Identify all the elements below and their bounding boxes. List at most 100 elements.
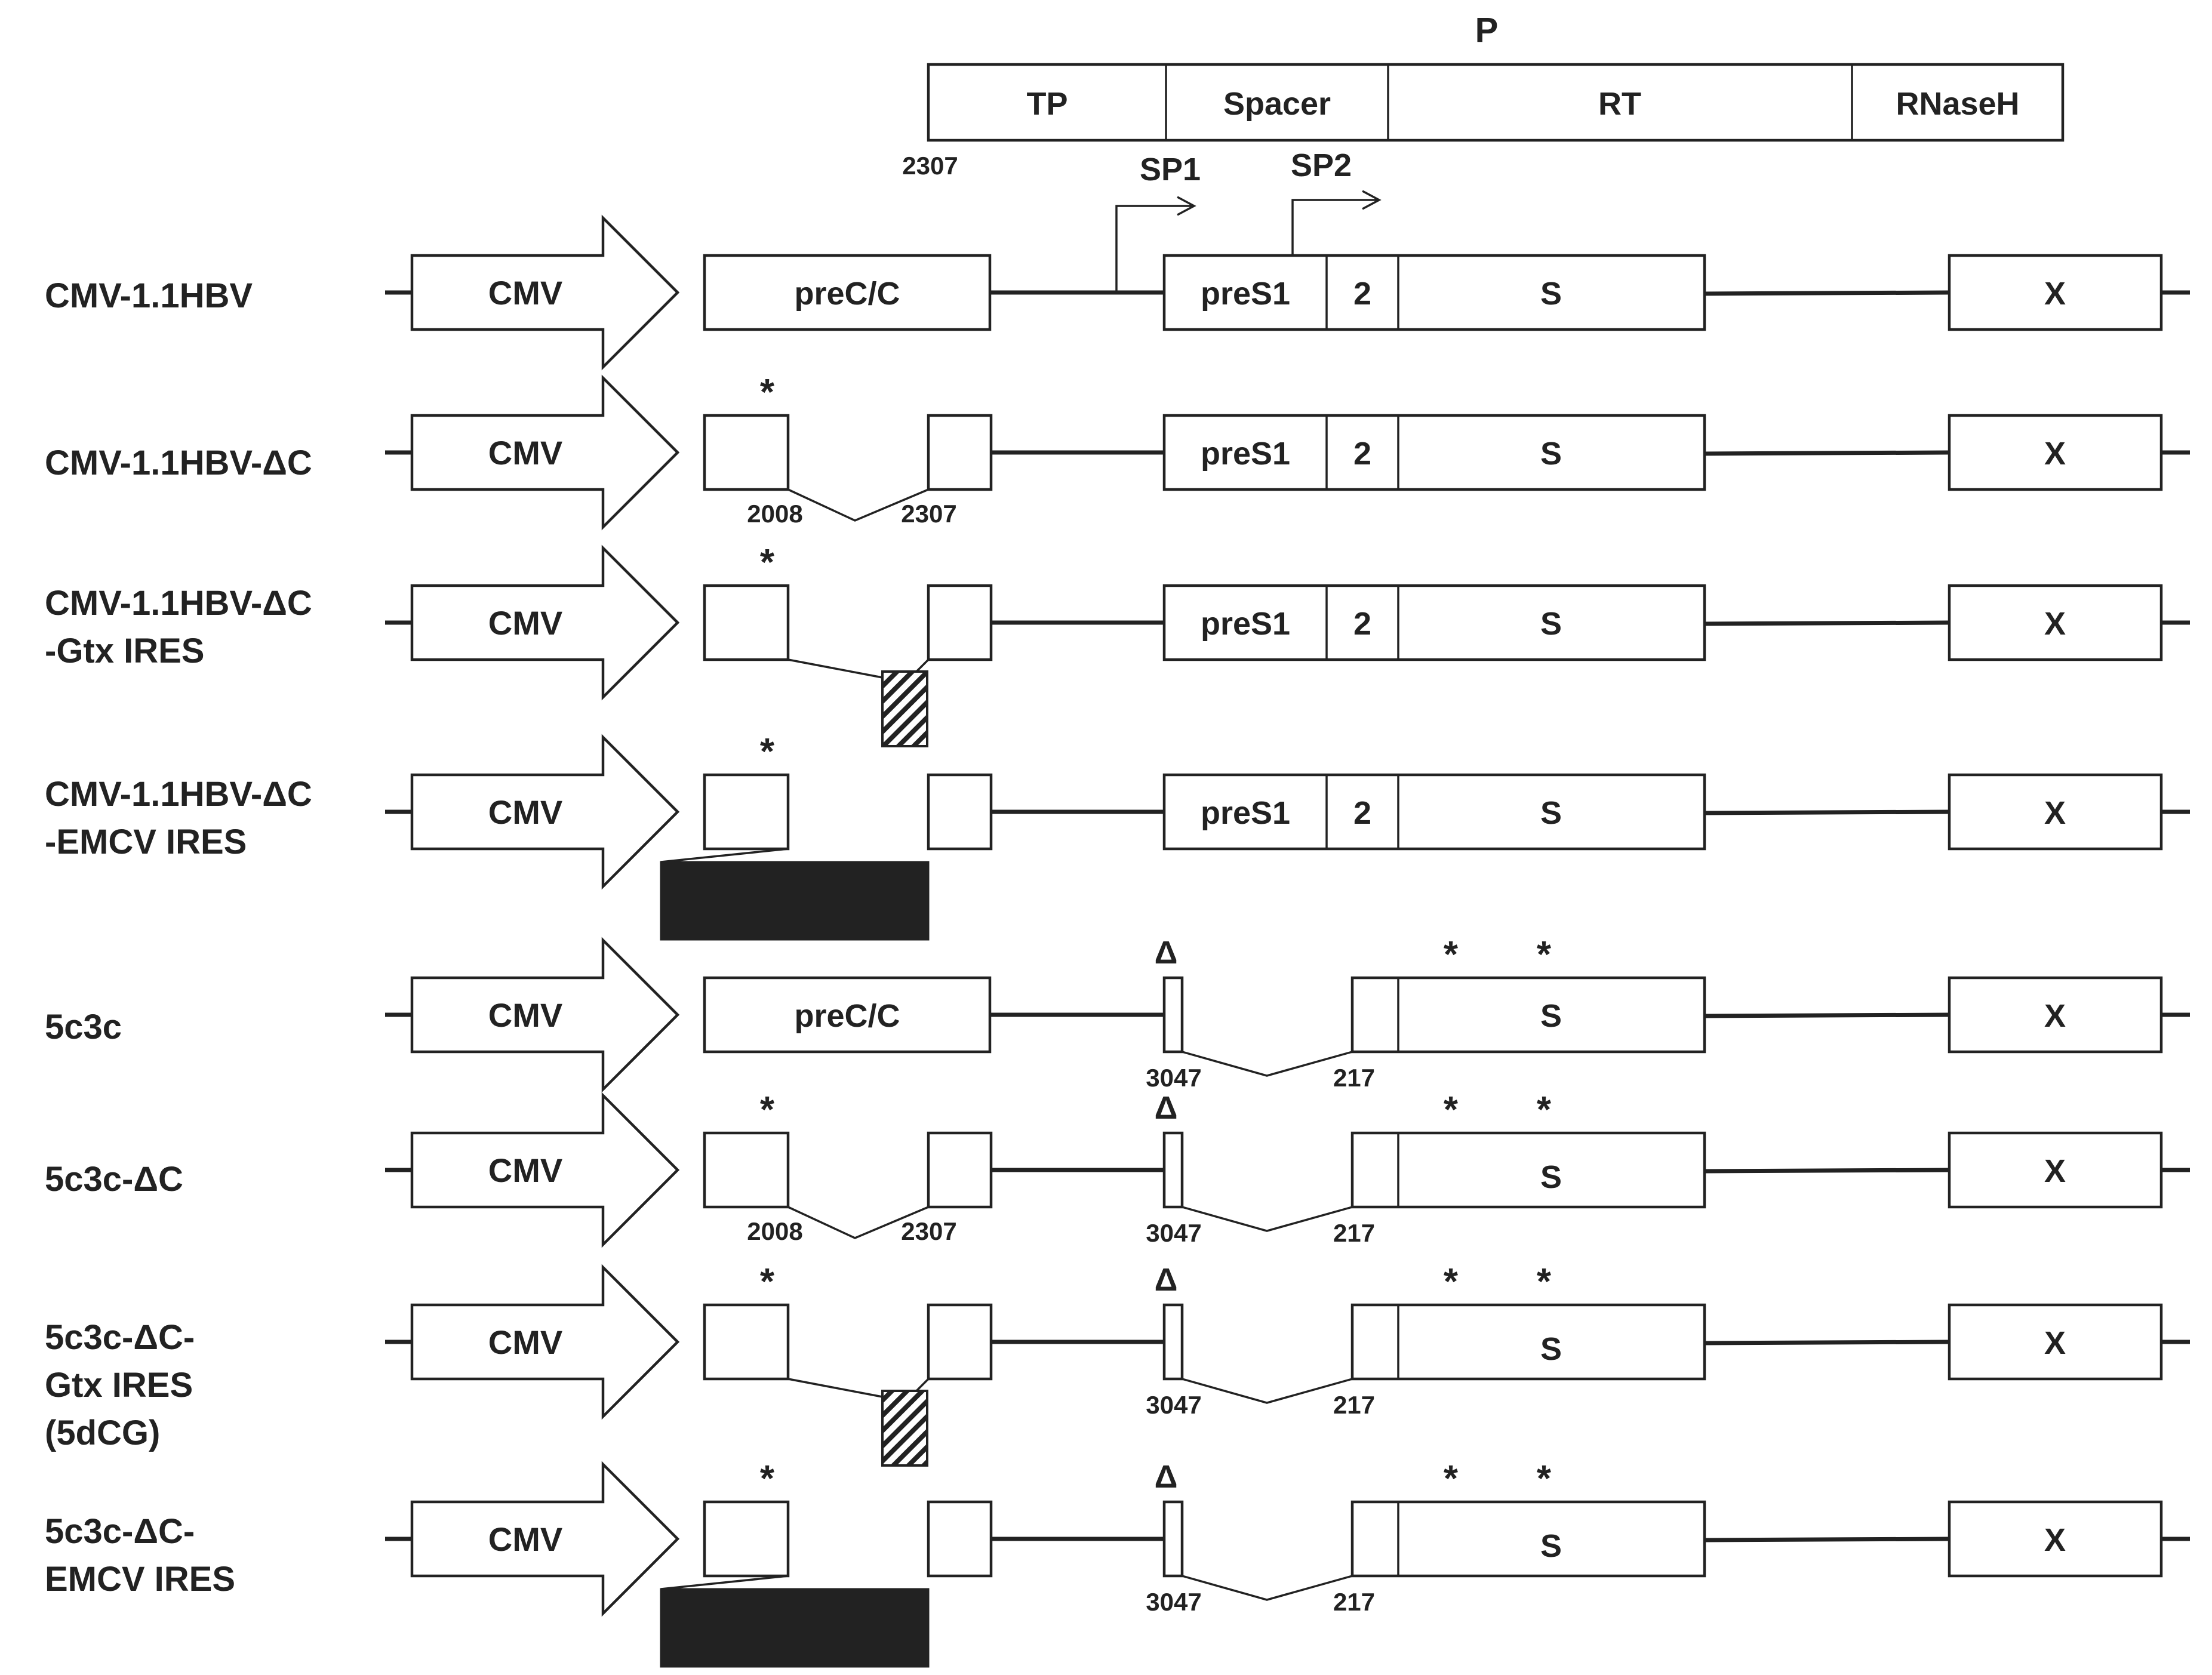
core-exon-box — [703, 1131, 790, 1209]
precore-label: preC/C — [794, 276, 900, 312]
core-splice-line — [787, 488, 929, 522]
splice-acceptor-217: 217 — [1333, 1219, 1375, 1247]
gtx-ires-element — [881, 1390, 928, 1467]
mutation-asterisk: * — [760, 1089, 775, 1131]
cmv-promoter-arrow — [410, 544, 680, 701]
cmv-label: CMV — [488, 604, 562, 642]
polymerase-title: P — [1475, 11, 1499, 50]
core-exon-box — [703, 414, 790, 491]
sp2-promoter-arrow — [1291, 199, 1379, 255]
splice-donor-2008: 2008 — [747, 500, 802, 528]
core-exon-box — [703, 1500, 790, 1578]
sp2-label: SP2 — [1291, 147, 1352, 183]
s-gene-label: S — [1540, 998, 1562, 1034]
sp1-label: SP1 — [1140, 152, 1201, 187]
deletion-mark: Δ — [1155, 1090, 1178, 1126]
construct-name: CMV-1.1HBV-ΔC — [45, 775, 312, 814]
x-gene-box — [1948, 254, 2163, 331]
splice-donor-3047: 3047 — [1146, 1219, 1201, 1247]
s-gene-label: S — [1540, 436, 1562, 472]
mutation-asterisk: * — [1444, 1458, 1459, 1500]
domain-spacer: Spacer — [1223, 86, 1331, 122]
cmv-promoter-arrow — [410, 1264, 680, 1420]
cmv-promoter-arrow — [410, 734, 680, 890]
mutation-asterisk: * — [1444, 934, 1459, 975]
core-exon-box — [927, 1303, 993, 1381]
x-gene-label: X — [2044, 998, 2066, 1034]
s-gene-label: S — [1540, 1331, 1562, 1367]
pres1-label: preS1 — [1201, 795, 1290, 831]
pres1-remnant-box — [1162, 1131, 1184, 1209]
pres2-label: 2 — [1353, 795, 1371, 831]
core-exon-box — [703, 773, 790, 851]
construct-name: -Gtx IRES — [45, 632, 205, 670]
polymerase-start-position: 2307 — [902, 152, 958, 180]
subgenomic-promoters — [1115, 190, 1382, 292]
construct-name: Gtx IRES — [45, 1366, 193, 1405]
pres-splice-line — [1182, 1378, 1353, 1404]
cmv-label: CMV — [488, 793, 562, 831]
core-exon-box — [927, 773, 993, 851]
splice-acceptor-2307: 2307 — [901, 500, 956, 528]
pres1-label: preS1 — [1201, 436, 1290, 472]
cmv-label: CMV — [488, 274, 562, 312]
s-gene-box — [1350, 1500, 1706, 1578]
mutation-asterisk: * — [1444, 1089, 1459, 1131]
construct-name: CMV-1.1HBV-ΔC — [45, 444, 312, 482]
pres2-label: 2 — [1353, 436, 1371, 472]
core-splice-line — [660, 1575, 789, 1590]
polymerase-bar — [927, 63, 2065, 142]
mutation-asterisk: * — [1537, 934, 1552, 975]
pres-splice-line — [1182, 1575, 1353, 1601]
cmv-label: CMV — [488, 996, 562, 1034]
s-gene-label: S — [1540, 795, 1562, 831]
x-gene-box — [1948, 584, 2163, 661]
s-gene-label: S — [1540, 1528, 1562, 1564]
core-splice-line — [787, 658, 883, 679]
cmv-label: CMV — [488, 1323, 562, 1361]
pres2-label: 2 — [1353, 606, 1371, 642]
backbone-line — [1704, 1168, 1950, 1174]
construct-name: 5c3c-ΔC- — [45, 1512, 195, 1551]
cmv-label: CMV — [488, 1520, 562, 1558]
x-gene-label: X — [2044, 1153, 2066, 1189]
x-gene-box — [1948, 1303, 2163, 1381]
construct-name: 5c3c — [45, 1008, 122, 1046]
core-splice-line — [787, 1378, 883, 1398]
mutation-asterisk: * — [760, 731, 775, 772]
backbone-line — [1704, 290, 1950, 296]
x-gene-box — [1948, 773, 2163, 851]
backbone-line — [1704, 1012, 1950, 1018]
pres1-remnant-box — [1162, 1303, 1184, 1381]
precore-core-box — [703, 254, 992, 331]
sp1-arrowhead — [1177, 196, 1196, 216]
construct-name: EMCV IRES — [45, 1560, 235, 1599]
backbone-line — [1704, 450, 1950, 456]
core-exon-box — [927, 414, 993, 491]
x-gene-label: X — [2044, 1522, 2066, 1558]
cmv-promoter-arrow — [410, 214, 680, 371]
core-exon-box — [927, 1500, 993, 1578]
envelope-gene-box — [1162, 254, 1706, 331]
backbone-line — [1704, 1340, 1950, 1345]
sp1-promoter-arrow — [1115, 205, 1194, 292]
cmv-label: CMV — [488, 1151, 562, 1189]
splice-donor-3047: 3047 — [1146, 1064, 1201, 1092]
backbone-line — [1704, 809, 1950, 815]
splice-acceptor-217: 217 — [1333, 1064, 1375, 1092]
mutation-asterisk: * — [760, 542, 775, 583]
mutation-asterisk: * — [760, 372, 775, 413]
construct-name: -EMCV IRES — [45, 823, 247, 861]
construct-name: CMV-1.1HBV — [45, 276, 253, 315]
pres1-remnant-box — [1162, 976, 1184, 1054]
cmv-promoter-arrow — [410, 1461, 680, 1617]
splice-donor-3047: 3047 — [1146, 1588, 1201, 1616]
x-gene-label: X — [2044, 276, 2066, 312]
